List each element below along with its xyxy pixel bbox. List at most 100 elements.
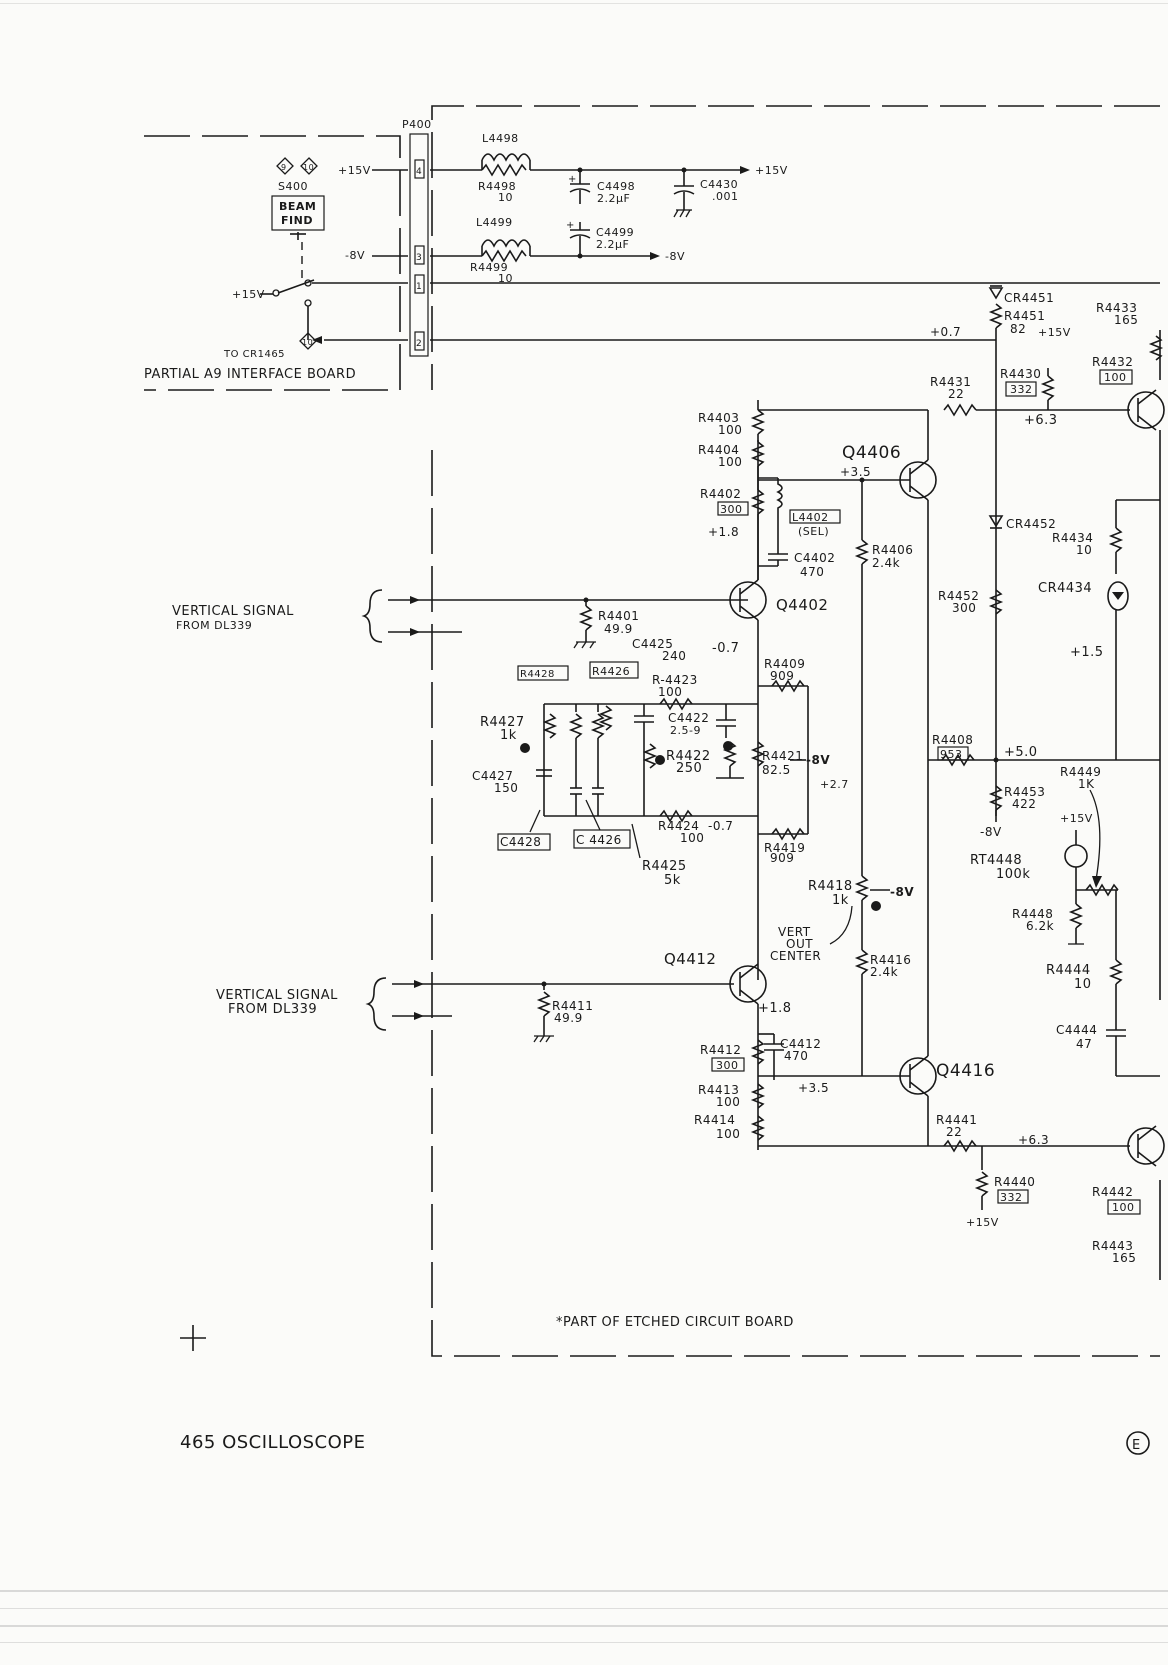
r4418-label: R4418: [808, 879, 853, 894]
r4499-value: 10: [498, 272, 513, 285]
ref-10b-label: 10: [302, 338, 313, 347]
pin-1-label: 1: [416, 282, 422, 292]
r4448-label: R4448: [1012, 907, 1053, 921]
r4433-label: R4433: [1096, 301, 1137, 315]
r4498-value: 10: [498, 191, 513, 204]
q4412-label: Q4412: [664, 950, 716, 968]
revision-badge: E: [1132, 1438, 1141, 1453]
r4451-label: R4451: [1004, 309, 1045, 323]
minus8-label-c: -8V: [980, 825, 1002, 839]
r4412-label: R4412: [700, 1043, 741, 1057]
q4416-label: Q4416: [936, 1061, 995, 1081]
supply-rails: +15V -8V +15V L4498 R4498 10 + C4498 2.2…: [144, 132, 1160, 382]
r4434-value: 10: [1076, 543, 1092, 557]
r4412-value: 300: [716, 1059, 739, 1072]
l4402-value: (SEL): [798, 525, 829, 538]
r4427-value: 1k: [500, 728, 517, 743]
r4413-value: 100: [716, 1095, 740, 1109]
right-stage: CR4451 R4451 82 +0.7 +15V R4433 165 R443…: [928, 285, 1165, 1280]
c4425-value: 240: [662, 649, 686, 663]
c4422-label: C4422: [668, 711, 709, 725]
r4440-value: 332: [1000, 1191, 1023, 1204]
r4414-value: 100: [716, 1127, 740, 1141]
r4409-label: R4409: [764, 657, 805, 671]
plus15-label-b: +15V: [1060, 812, 1093, 825]
vsig2-label: VERTICAL SIGNAL: [216, 988, 338, 1003]
c4412-value: 470: [784, 1049, 808, 1063]
plus15-input-label: +15V: [338, 164, 371, 177]
r4442-label: R4442: [1092, 1185, 1133, 1199]
r4423-label: R-4423: [652, 673, 698, 687]
ref-9-label: 9: [281, 163, 287, 172]
r4423-value: 100: [658, 685, 682, 699]
vsig2-source: FROM DL339: [228, 1002, 317, 1017]
r4448-value: 6.2k: [1026, 919, 1054, 933]
r4416-value: 2.4k: [870, 965, 898, 979]
r4425-label: R4425: [642, 859, 687, 874]
r4404-label: R4404: [698, 443, 739, 457]
r4419-label: R4419: [764, 841, 805, 855]
to-cr1465-label: TO CR1465: [223, 349, 285, 360]
q4406-label: Q4406: [842, 443, 901, 463]
r4425-value: 5k: [664, 873, 681, 888]
c4498-value: 2.2µF: [597, 192, 630, 205]
r4428-label: R4428: [520, 669, 555, 680]
find-label: FIND: [281, 214, 313, 227]
c4422-value: 2.5-9: [670, 724, 701, 737]
r4499-label: R4499: [470, 261, 508, 274]
r4421-adjust-icon: [723, 741, 733, 751]
s400-beam-find: 9 10 S400 BEAM FIND +15V: [232, 157, 325, 307]
voltage-0-7: +0.7: [930, 325, 961, 339]
plus15-output-label: +15V: [755, 164, 788, 177]
minus8-label-a: -8V: [806, 753, 830, 767]
r4433-value: 165: [1114, 313, 1138, 327]
minus8-label-b: -8V: [890, 885, 914, 899]
r4403-value: 100: [718, 423, 742, 437]
r4409-value: 909: [770, 669, 794, 683]
r4444-value: 10: [1074, 977, 1092, 992]
c4412-label: C4412: [780, 1037, 821, 1051]
r4431-value: 22: [948, 387, 964, 401]
r4498-label: R4498: [478, 180, 516, 193]
board-outline: [144, 105, 1160, 1357]
r4441-label: R4441: [936, 1113, 977, 1127]
r4404-value: 100: [718, 455, 742, 469]
voltage-minus-0-7: -0.7: [712, 641, 739, 656]
r4408-label: R4408: [932, 733, 973, 747]
pin-3-label: 3: [416, 253, 422, 263]
vert-center-adjust-icon: [871, 901, 881, 911]
r4434-label: R4434: [1052, 531, 1093, 545]
r4411-label: R4411: [552, 999, 593, 1013]
l4402-label: L4402: [792, 511, 829, 524]
voltage-6-3b: +6.3: [1018, 1133, 1049, 1147]
emitter-network: R4428 R4426 R-4423 100 R4427 1k C4427 15…: [472, 657, 830, 980]
voltage-3-5: +3.5: [840, 465, 871, 479]
r4421-value: 82.5: [762, 763, 791, 777]
r4442-value: 100: [1112, 1201, 1135, 1214]
r4416-label: R4416: [870, 953, 911, 967]
r4422-value: 250: [676, 761, 702, 776]
rt4448-label: RT4448: [970, 853, 1022, 868]
r4443-value: 165: [1112, 1251, 1136, 1265]
c4498-plus: +: [568, 174, 577, 185]
r4403-label: R4403: [698, 411, 739, 425]
r4431-label: R4431: [930, 375, 971, 389]
r4432-label: R4432: [1092, 355, 1133, 369]
r4440-label: R4440: [994, 1175, 1035, 1189]
r4422-adjust-icon: [655, 755, 665, 765]
cr4451-label: CR4451: [1004, 291, 1054, 305]
r4449-label: R4449: [1060, 765, 1101, 779]
p400-connector: P400 4 3 1 2: [402, 118, 431, 357]
voltage-minus-0-7b: -0.7: [708, 819, 733, 833]
scan-noise: [0, 3, 1168, 1643]
ref-10-label: 10: [303, 163, 314, 172]
c4427-value: 150: [494, 781, 518, 795]
c4402-value: 470: [800, 565, 824, 579]
r4411-value: 49.9: [554, 1011, 583, 1025]
voltage-1-8: +1.8: [708, 525, 739, 539]
center-label: CENTER: [770, 949, 821, 963]
r4451-value: 82: [1010, 322, 1026, 336]
r4453-label: R4453: [1004, 785, 1045, 799]
